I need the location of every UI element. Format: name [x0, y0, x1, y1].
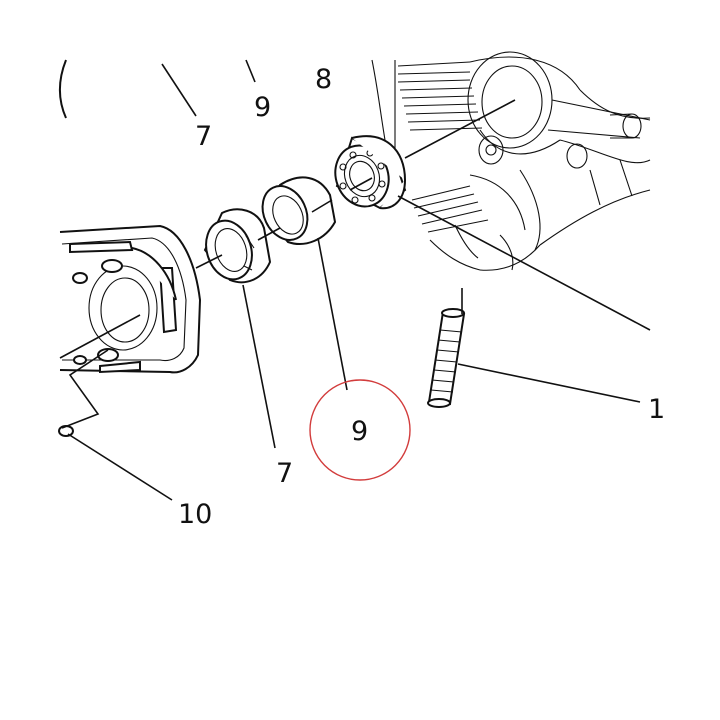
dowel-pin: [58, 425, 74, 437]
callout-label-top-8: 8: [315, 64, 332, 95]
bushing-sleeve: [261, 176, 337, 245]
callout-label-bottom-10: 10: [178, 499, 212, 530]
cover-plate: [59, 224, 202, 374]
stud-bolt: [427, 308, 466, 408]
callout-label-bottom-9: 9: [351, 416, 368, 447]
highlight-circle: [309, 379, 411, 481]
callout-label-top-9: 9: [254, 92, 271, 123]
callout-label-right-1: 1: [648, 394, 665, 425]
seal-ring: [203, 208, 272, 284]
leader-lines: [61, 59, 651, 501]
fragment-curve: [59, 59, 67, 119]
assembly-axis-lines: [59, 99, 516, 359]
cooling-fins: [397, 61, 489, 233]
callout-label-top-7: 7: [195, 121, 212, 152]
engine-casing: [371, 51, 651, 271]
callout-label-bottom-7: 7: [276, 458, 293, 489]
roller-bearing: [334, 135, 407, 210]
